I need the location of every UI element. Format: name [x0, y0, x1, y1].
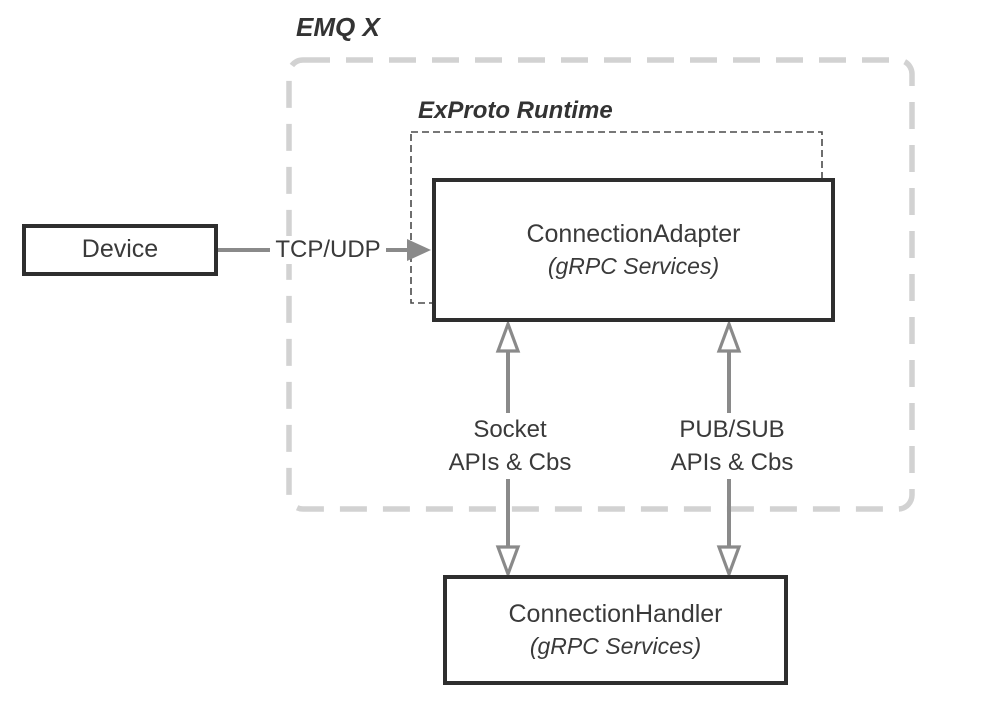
- pubsub-apis-label: PUB/SUB APIs & Cbs: [667, 413, 797, 479]
- device-box: Device: [22, 224, 218, 276]
- connection-handler-box: ConnectionHandler (gRPC Services): [443, 575, 788, 685]
- emqx-dashed-container: [286, 57, 915, 512]
- socket-down-arrowhead-icon: [495, 545, 521, 579]
- tcp-udp-arrowhead-icon: [407, 239, 431, 261]
- connection-adapter-subtitle: (gRPC Services): [547, 253, 720, 280]
- emqx-title: EMQ X: [296, 12, 380, 42]
- pubsub-down-arrowhead-icon: [716, 545, 742, 579]
- tcp-udp-label: TCP/UDP: [270, 236, 386, 264]
- connection-adapter-box: ConnectionAdapter (gRPC Services): [432, 178, 835, 322]
- exproto-runtime-label: ExProto Runtime: [418, 97, 613, 124]
- socket-up-arrowhead-icon: [495, 319, 521, 353]
- socket-apis-label: Socket APIs & Cbs: [448, 413, 572, 479]
- pubsub-apis-label-line1: PUB/SUB: [679, 416, 785, 443]
- connection-handler-title: ConnectionHandler: [508, 599, 723, 628]
- socket-apis-label-line2: APIs & Cbs: [448, 449, 572, 476]
- socket-apis-label-line1: Socket: [473, 416, 547, 443]
- connection-adapter-title: ConnectionAdapter: [526, 219, 741, 248]
- pubsub-apis-label-line2: APIs & Cbs: [670, 449, 794, 476]
- pubsub-up-arrowhead-icon: [716, 319, 742, 353]
- device-label: Device: [81, 235, 159, 264]
- connection-handler-subtitle: (gRPC Services): [529, 633, 702, 660]
